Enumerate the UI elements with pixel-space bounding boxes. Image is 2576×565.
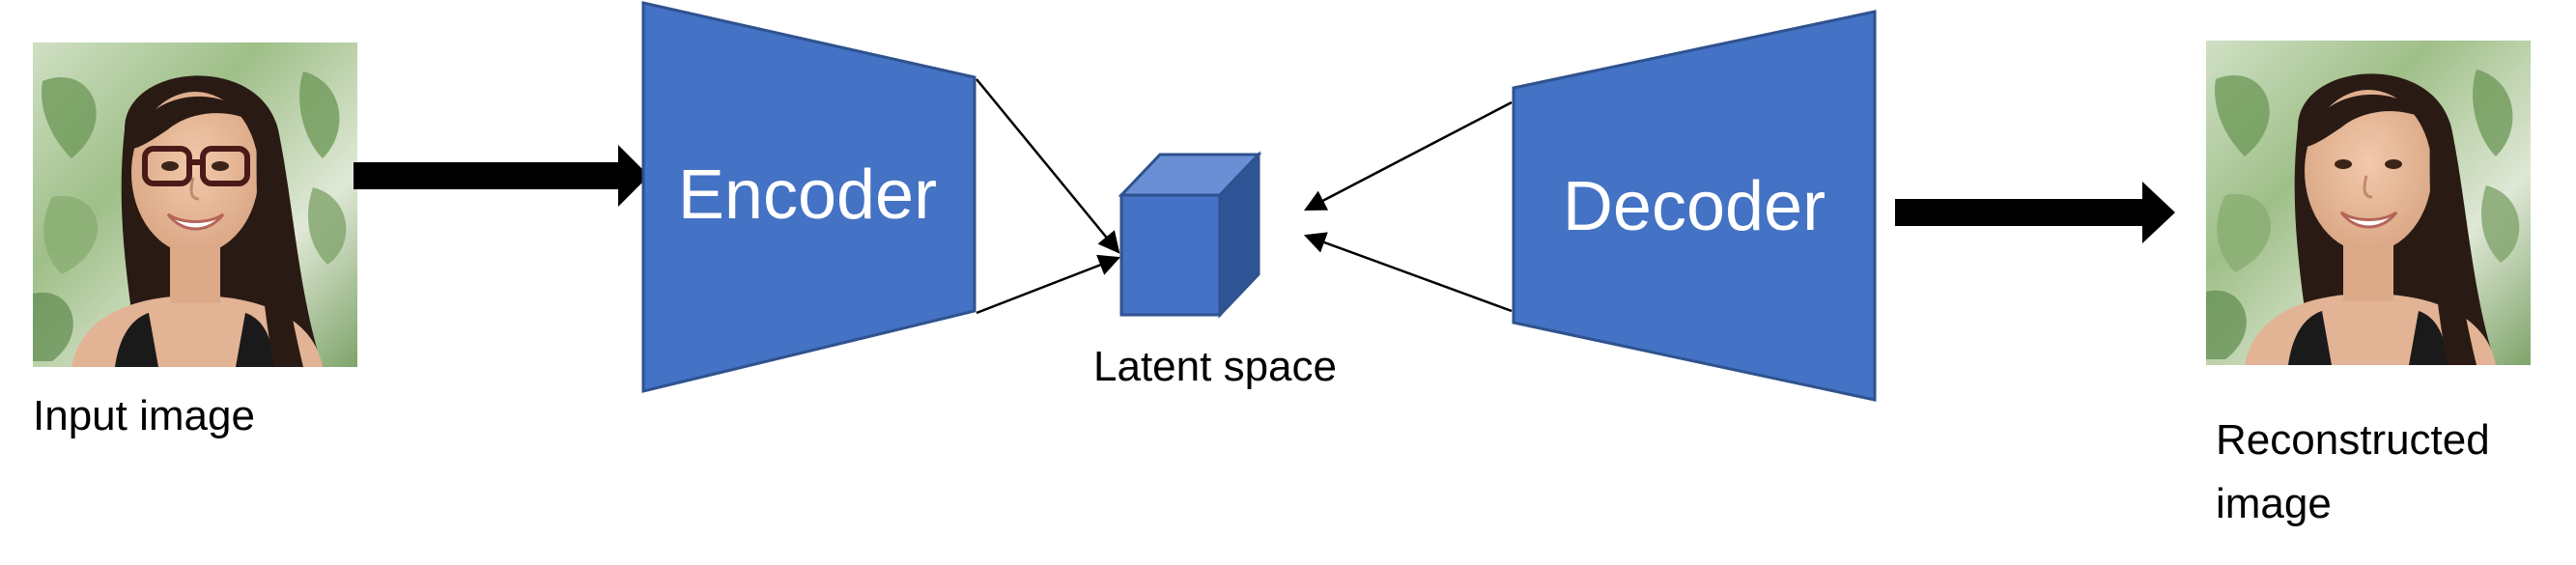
decoder-block: Decoder — [1512, 10, 1877, 402]
reconstructed-image — [2204, 39, 2533, 367]
input-image — [31, 41, 359, 369]
decoder-to-latent-arrow-bottom — [1303, 232, 1513, 313]
encoder-to-latent-arrow-top — [976, 78, 1120, 254]
reconstructed-image-label-line2: image — [2216, 480, 2332, 527]
output-arrow — [1895, 182, 2175, 243]
latent-space-cube — [1118, 151, 1262, 319]
decoder-to-latent-arrow-top — [1304, 100, 1513, 212]
latent-space-label: Latent space — [1093, 343, 1337, 390]
reconstructed-image-label-line1: Reconstructed — [2216, 416, 2490, 464]
glasses-icon — [142, 146, 250, 186]
decoder-label: Decoder — [1563, 168, 1826, 245]
encoder-label: Encoder — [678, 156, 937, 234]
encoder-block: Encoder — [641, 1, 977, 393]
input-image-label: Input image — [33, 392, 255, 439]
input-arrow — [354, 145, 649, 207]
encoder-to-latent-arrow-bottom — [976, 254, 1121, 315]
